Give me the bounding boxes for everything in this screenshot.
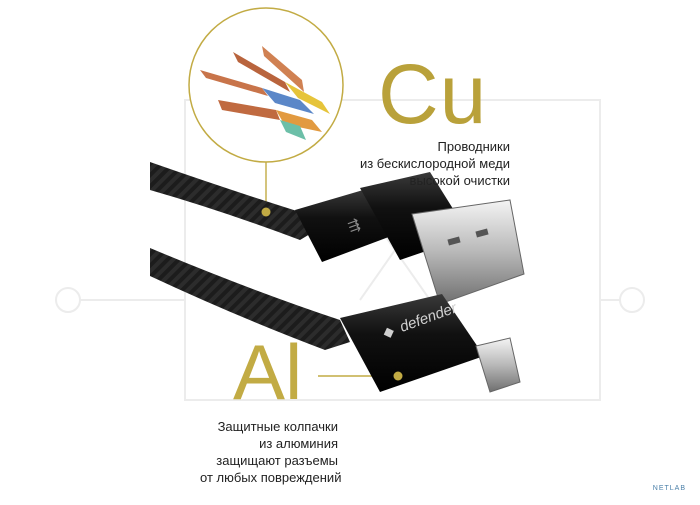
copper-label: Cu	[378, 47, 488, 141]
al-marker-dot	[393, 371, 403, 381]
cu-marker-dot	[261, 207, 271, 217]
netlab-logo-icon: NETLAB	[652, 485, 686, 492]
copper-description: Проводники из бескислородной меди высоко…	[352, 138, 510, 189]
copper-description-line: из бескислородной меди	[359, 156, 510, 171]
aluminum-description-line: от любых повреждений	[200, 470, 342, 485]
aluminum-description: Защитные колпачки из алюминия защищают р…	[200, 418, 342, 486]
aluminum-label: Al	[233, 328, 303, 416]
aluminum-description-line: Защитные колпачки	[217, 419, 338, 434]
usb-a-connector	[295, 172, 525, 305]
aluminum-description-line: из алюминия	[259, 436, 338, 451]
micro-usb-connector	[340, 294, 521, 393]
usb-a-cable	[150, 162, 320, 240]
aluminum-description-line: защищают разъемы	[216, 453, 338, 468]
copper-description-line: Проводники	[437, 139, 510, 154]
usb-icon: ⇶	[346, 216, 363, 235]
copper-description-line: высокой очистки	[409, 173, 510, 188]
copper-wires-circle	[188, 7, 344, 163]
micro-usb-cable	[150, 248, 350, 350]
